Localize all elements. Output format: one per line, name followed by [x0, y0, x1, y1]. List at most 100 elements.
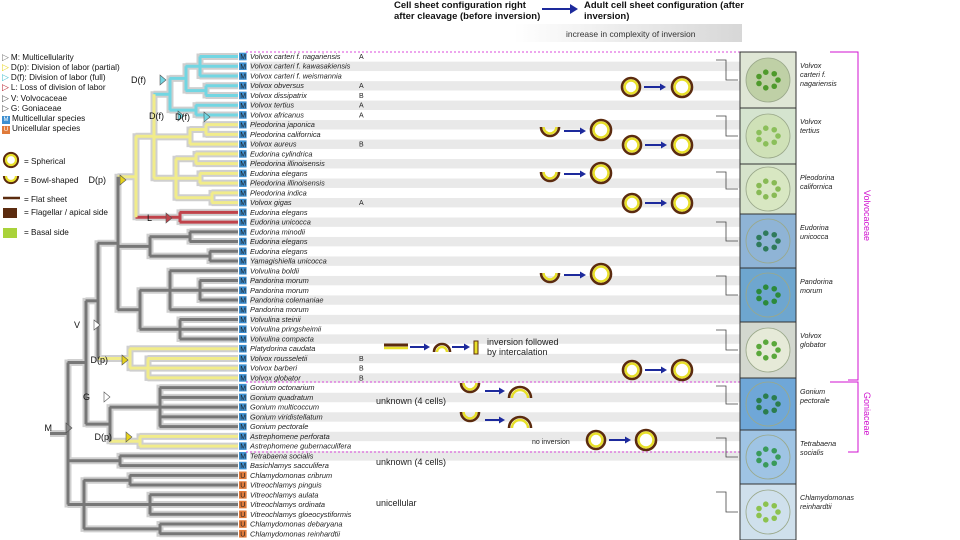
specimen-photo [739, 429, 797, 485]
node-marker-icon [159, 74, 167, 86]
species-type-letter: M [240, 298, 246, 305]
unicellular-note: unicellular [376, 498, 417, 508]
species-type-icon [239, 218, 247, 226]
species-name: Volvox aureus [250, 140, 297, 149]
volvocaceae-bracket [830, 51, 859, 381]
species-name: Volvox carteri f. weismannia [250, 71, 342, 80]
triangle-marker-icon: ▷ [2, 103, 9, 113]
bowl-inner-icon [462, 411, 478, 420]
species-type-letter: U [240, 512, 245, 519]
colony-body [745, 272, 791, 318]
specimen-photo [739, 483, 797, 540]
bowl-shape-icon [539, 272, 561, 284]
colony-cell [771, 447, 778, 454]
arrow-head-icon [580, 271, 586, 279]
photo-connector [716, 171, 738, 190]
species-type-letter: U [240, 492, 245, 499]
spherical-inner-icon [624, 137, 640, 153]
species-name: Eudorina elegans [250, 208, 308, 217]
species-type-letter: U [240, 473, 245, 480]
intercalation-icon [473, 340, 479, 355]
species-name: Pleodorina californica [250, 130, 321, 139]
goniaceae-label: Goniaceae [862, 392, 872, 436]
row-band [250, 217, 740, 227]
colony-body [745, 327, 791, 373]
legend-item: ▷L: Loss of division of labor [2, 82, 106, 93]
species-type-letter: M [240, 317, 246, 324]
species-name: Volvox carteri f. nagariensis [250, 52, 341, 61]
species-type-icon [239, 510, 247, 519]
species-type-letter: M [240, 453, 246, 460]
colony-cell [771, 231, 778, 238]
spherical-inner-icon [588, 432, 604, 448]
colony-cell [756, 512, 762, 519]
colony-body [745, 381, 791, 427]
triangle-marker-icon: ▷ [2, 62, 9, 72]
colony-cell [771, 192, 778, 199]
photo-caption: tertius [800, 126, 820, 135]
node-label: D(f) [149, 111, 164, 121]
legend-label: Unicellular species [12, 124, 81, 133]
photo-caption: nagariensis [800, 79, 837, 88]
species-name: Eudorina elegans [250, 247, 308, 256]
node-label: G [83, 392, 90, 402]
legend-label: D(f): Division of labor (full) [10, 73, 106, 82]
specimen-photo [739, 267, 797, 323]
species-type-letter: M [240, 288, 246, 295]
species-name: Eudorina minodii [250, 227, 305, 236]
spherical-inner-icon [673, 78, 691, 96]
species-type-icon [239, 101, 247, 109]
basal-side-swatch [3, 228, 17, 238]
colony-cell [762, 84, 769, 91]
node-label: D(f) [175, 112, 190, 122]
photo-caption: socialis [800, 448, 824, 457]
species-type-icon [239, 257, 247, 265]
species-type-letter: M [240, 278, 246, 285]
colony-cell [756, 397, 762, 404]
species-type-letter: M [240, 327, 246, 334]
species-name: Eudorina unicocca [250, 218, 311, 227]
legend-item: ▷D(p): Division of labor (partial) [2, 62, 120, 73]
species-type-letter: M [240, 307, 246, 314]
photo-connector [716, 275, 738, 296]
colony-cell [775, 347, 781, 353]
species-type-icon [239, 130, 247, 139]
tree-branches [50, 55, 238, 536]
species-type-icon [239, 393, 247, 402]
species-name: Volvox obversus [250, 81, 304, 90]
species-type-icon [239, 228, 247, 236]
arrow-head-icon [580, 127, 586, 135]
photo-connector [716, 385, 738, 405]
species-name: Vitreochlamys pinguis [250, 481, 322, 490]
species-name: Chlamydomonas cribrum [250, 471, 332, 480]
colony-cell [762, 125, 769, 132]
species-type-icon [239, 442, 247, 450]
species-name: Pleodorina illinoisensis [250, 159, 325, 168]
dome-shape-icon [507, 415, 533, 429]
species-type-letter: M [240, 463, 246, 470]
bowl-shape-icon [539, 126, 561, 138]
node-marker-icon [119, 174, 127, 186]
spherical-inner-icon [592, 164, 610, 182]
node-label: D(f) [131, 75, 146, 85]
inversion-type-tag: A [359, 83, 364, 90]
species-name: Pleodorina japonica [250, 120, 315, 129]
colony-cell [756, 505, 762, 512]
species-type-letter: M [240, 346, 246, 353]
species-type-letter: U [240, 522, 245, 529]
spherical-inner-icon [623, 79, 639, 95]
dome-shape-icon [507, 385, 533, 399]
species-type-icon [239, 315, 247, 324]
row-band [250, 295, 740, 305]
colony-cell [762, 230, 769, 237]
species-type-letter: M [240, 83, 246, 90]
inversion-type-tag: A [359, 112, 364, 119]
species-type-icon [239, 481, 247, 489]
species-name: Vitreochlamys aulata [250, 490, 318, 499]
row-band [250, 392, 740, 403]
colony-body [745, 113, 791, 159]
species-name: Astrephomene perforata [249, 432, 330, 441]
colony-cell [762, 408, 769, 415]
dome-inner-icon [435, 345, 449, 353]
